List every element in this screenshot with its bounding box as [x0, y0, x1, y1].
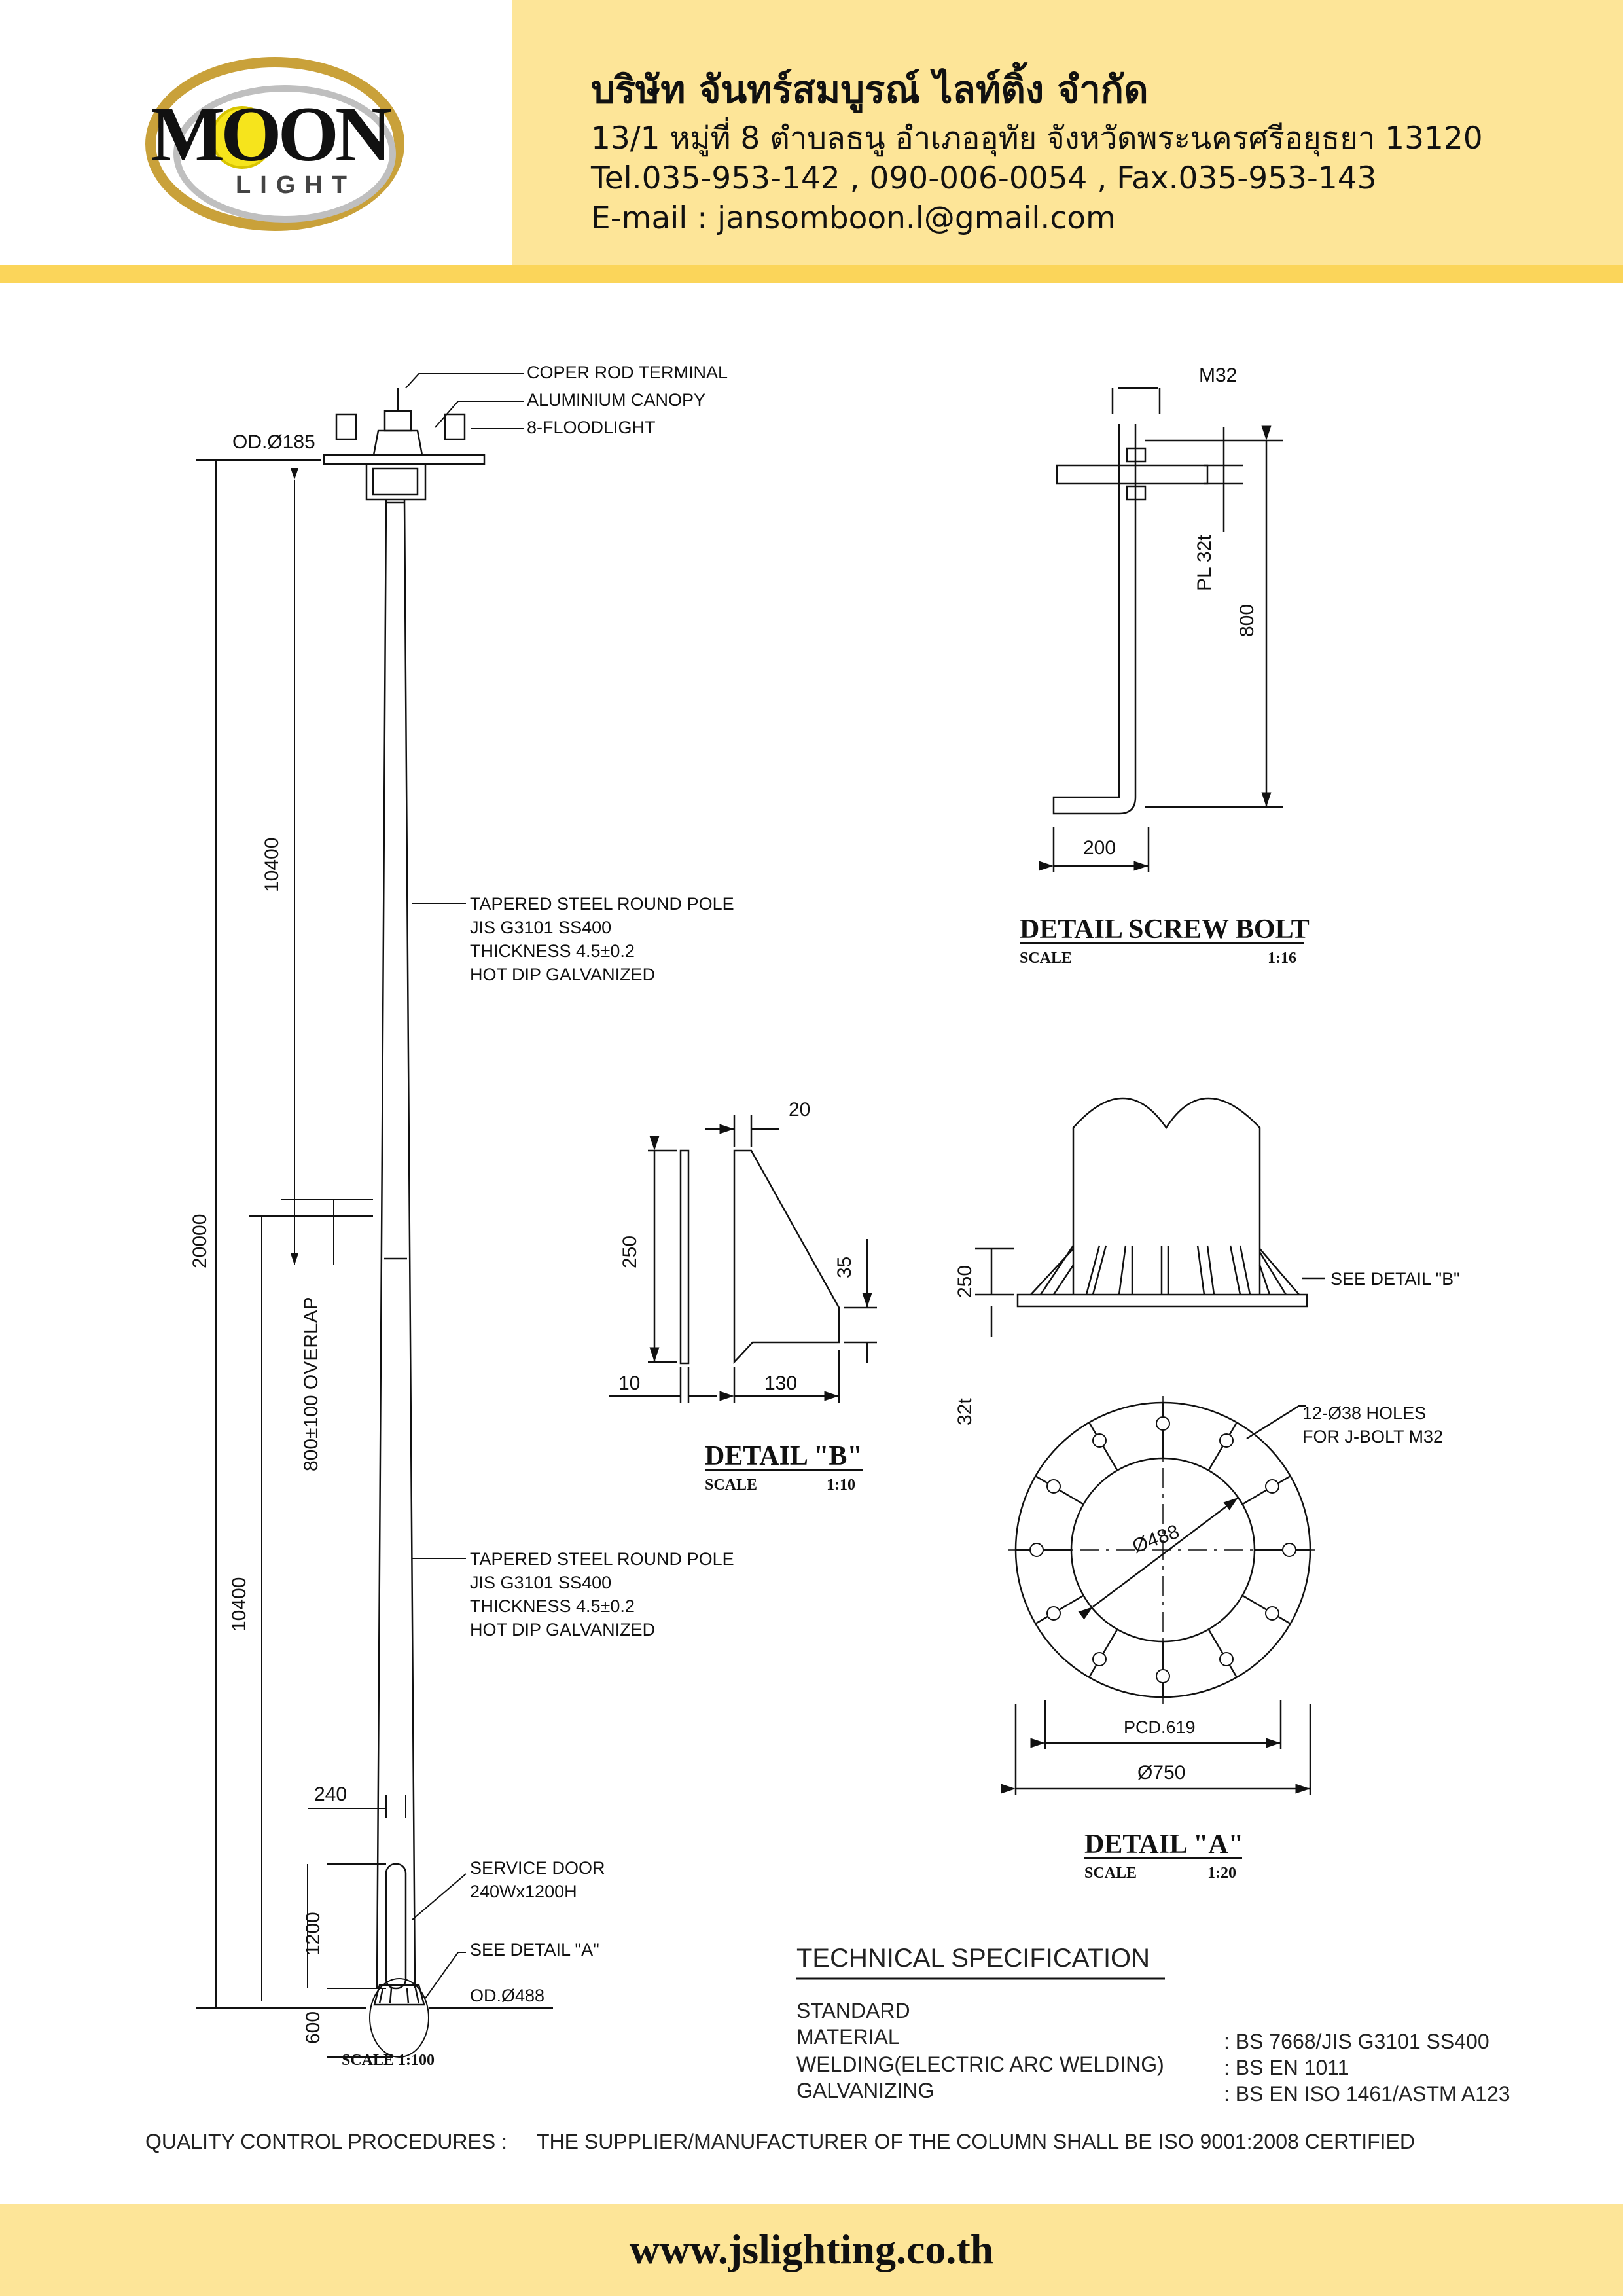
bolt-pl: PL 32t [1194, 535, 1215, 591]
upper-note-line-1: TAPERED STEEL ROUND POLE [470, 894, 734, 914]
footer-band [0, 2204, 1623, 2296]
screw-bolt-detail: M32 PL 32t 800 200 DETAIL SCREW BOLT SCA… [1020, 365, 1310, 967]
detail-a: SEE DETAIL "B" 250 32t 12-Ø38 HOLES FOR … [954, 1097, 1460, 1882]
lower-note-line-3: THICKNESS 4.5±0.2 [470, 1596, 635, 1616]
a-pcd: PCD.619 [1124, 1717, 1196, 1737]
spec-value-welding: : BS EN 1011 [1224, 2056, 1349, 2079]
a-dim-250: 250 [954, 1265, 976, 1298]
b-dim-35: 35 [834, 1257, 855, 1278]
a-holes-line-2: FOR J-BOLT M32 [1302, 1427, 1443, 1446]
header-stripe [0, 265, 1623, 283]
dim-base: 600 [302, 2011, 324, 2044]
service-door-line-2: 240Wx1200H [470, 1882, 577, 1901]
dim-upper: 10400 [261, 838, 283, 892]
spec-label-standard: STANDARD [796, 1999, 910, 2022]
b-dim-250: 250 [619, 1236, 641, 1268]
lower-section-note: TAPERED STEEL ROUND POLE JIS G3101 SS400… [412, 1549, 734, 1640]
upper-note-line-4: HOT DIP GALVANIZED [470, 965, 655, 984]
company-email: E-mail : jansomboon.l@gmail.com [591, 200, 1116, 236]
bolt-scale-value: 1:16 [1268, 950, 1296, 967]
spec-title: TECHNICAL SPECIFICATION [796, 1944, 1150, 1973]
lower-note-line-2: JIS G3101 SS400 [470, 1573, 611, 1592]
spec-label-welding: WELDING(ELECTRIC ARC WELDING) [796, 2053, 1164, 2076]
b-scale-label: SCALE [705, 1477, 757, 1494]
a-holes-line-1: 12-Ø38 HOLES [1302, 1403, 1426, 1423]
upper-section-note: TAPERED STEEL ROUND POLE JIS G3101 SS400… [412, 894, 734, 984]
bolt-title: DETAIL SCREW BOLT [1020, 914, 1310, 944]
company-name: บริษัท จันทร์สมบูรณ์ ไลท์ติ้ง จำกัด [591, 67, 1149, 112]
b-title: DETAIL "B" [705, 1441, 863, 1471]
spec-label-galvanizing: GALVANIZING [796, 2079, 934, 2102]
b-scale-value: 1:10 [827, 1477, 855, 1494]
dim-overlap: 800±100 OVERLAP [300, 1297, 322, 1471]
bolt-m32: M32 [1199, 365, 1237, 386]
drawing-canvas: COPER ROD TERMINAL ALUMINIUM CANOPY 8-FL… [145, 363, 1510, 2153]
bolt-scale-label: SCALE [1020, 950, 1072, 967]
technical-drawing: COPER ROD TERMINAL ALUMINIUM CANOPY 8-FL… [0, 283, 1623, 2201]
b-dim-130: 130 [764, 1372, 797, 1394]
upper-note-line-3: THICKNESS 4.5±0.2 [470, 941, 635, 961]
bolt-length: 800 [1236, 604, 1258, 637]
label-floodlight: 8-FLOODLIGHT [527, 418, 656, 437]
a-scale-label: SCALE [1084, 1865, 1137, 1882]
header-band [512, 0, 1623, 265]
company-phone: Tel.035-953-142 , 090-006-0054 , Fax.035… [591, 160, 1377, 196]
a-scale-value: 1:20 [1207, 1865, 1236, 1882]
pole-labels: COPER ROD TERMINAL ALUMINIUM CANOPY 8-FL… [189, 363, 734, 2069]
a-outer-dia: Ø750 [1137, 1762, 1185, 1784]
dim-total: 20000 [189, 1214, 211, 1268]
company-logo: MOON LIGHT [137, 46, 412, 236]
company-info: บริษัท จันทร์สมบูรณ์ ไลท์ติ้ง จำกัด 13/1… [591, 71, 1483, 234]
company-address: 13/1 หมู่ที่ 8 ตำบลธนู อำเภออุทัย จังหวั… [591, 120, 1483, 156]
spec-value-material: : BS 7668/JIS G3101 SS400 [1224, 2030, 1489, 2053]
pole-scale: SCALE 1:100 [342, 2052, 435, 2069]
bolt-foot: 200 [1083, 837, 1116, 859]
upper-note-line-2: JIS G3101 SS400 [470, 918, 611, 937]
logo-sub-text: LIGHT [236, 171, 356, 199]
dim-door-height: 1200 [302, 1912, 324, 1956]
detail-b: 20 250 35 10 130 DETAIL "B" SCALE 1:10 [609, 1099, 877, 1494]
logo-main-text: MOON [151, 90, 391, 177]
see-detail-a: SEE DETAIL "A" [470, 1940, 599, 1960]
footer-website-link[interactable]: www.jslighting.co.th [629, 2226, 994, 2272]
dim-door-width: 240 [314, 1784, 347, 1805]
dim-lower: 10400 [228, 1577, 250, 1632]
pole-drawing [323, 388, 486, 2058]
a-title: DETAIL "A" [1084, 1829, 1243, 1859]
lower-note-line-4: HOT DIP GALVANIZED [470, 1620, 655, 1640]
spec-label-material: MATERIAL [796, 2025, 900, 2049]
pole-dimensions [196, 459, 406, 2058]
a-dim-32t: 32t [954, 1398, 976, 1426]
qc-label: QUALITY CONTROL PROCEDURES : [145, 2130, 507, 2153]
label-copper-rod: COPER ROD TERMINAL [527, 363, 728, 382]
spec-value-galvanizing: : BS EN ISO 1461/ASTM A123 [1224, 2082, 1510, 2106]
label-canopy: ALUMINIUM CANOPY [527, 390, 705, 410]
a-inner-dia: Ø488 [1130, 1520, 1182, 1557]
b-dim-20: 20 [789, 1099, 810, 1121]
od-bottom: OD.Ø488 [470, 1986, 544, 2005]
b-dim-10: 10 [618, 1372, 640, 1394]
technical-specification: TECHNICAL SPECIFICATION STANDARD MATERIA… [145, 1944, 1510, 2153]
qc-text: THE SUPPLIER/MANUFACTURER OF THE COLUMN … [537, 2130, 1415, 2153]
service-door-line-1: SERVICE DOOR [470, 1858, 605, 1878]
a-see-detail-b: SEE DETAIL "B" [1330, 1269, 1460, 1289]
lower-note-line-1: TAPERED STEEL ROUND POLE [470, 1549, 734, 1569]
label-od-top: OD.Ø185 [232, 431, 315, 453]
